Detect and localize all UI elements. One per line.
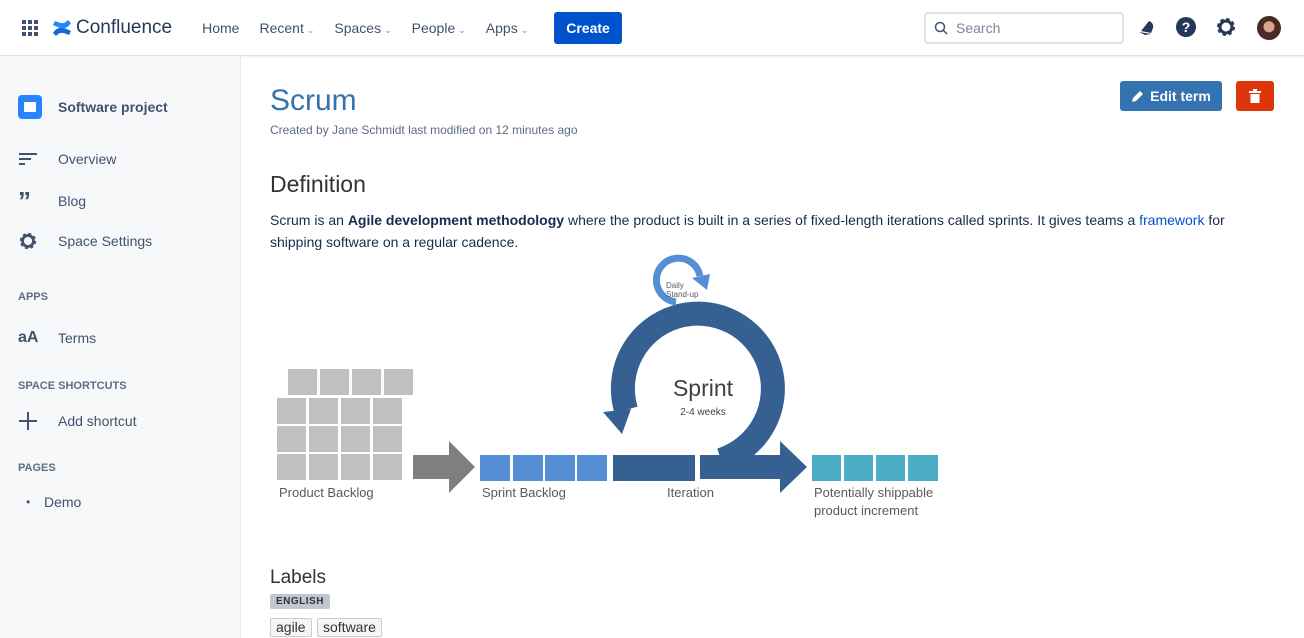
gear-icon bbox=[19, 232, 37, 250]
page-label: Demo bbox=[44, 494, 82, 510]
increment-blocks bbox=[812, 455, 938, 481]
delete-button[interactable] bbox=[1236, 81, 1274, 111]
trash-icon bbox=[1249, 89, 1261, 103]
nav-home[interactable]: Home bbox=[202, 20, 239, 36]
pencil-icon bbox=[1132, 91, 1144, 102]
chevron-down-icon: ⌄ bbox=[458, 24, 466, 35]
text: where the product is built in a series o… bbox=[564, 212, 1140, 228]
page-tree-item-demo[interactable]: • Demo bbox=[26, 494, 81, 510]
apps-heading: APPS bbox=[18, 291, 48, 303]
sprint-duration: 2-4 weeks bbox=[680, 407, 726, 418]
daily-arrowhead bbox=[692, 274, 710, 290]
language-badge: ENGLISH bbox=[270, 594, 330, 609]
gray-arrow bbox=[413, 441, 475, 493]
sidebar-item-label: Overview bbox=[58, 151, 117, 167]
product-backlog-label: Product Backlog bbox=[279, 485, 374, 500]
quote-icon: ” bbox=[18, 186, 31, 216]
add-shortcut-label: Add shortcut bbox=[58, 413, 137, 429]
chevron-down-icon: ⌄ bbox=[520, 24, 529, 35]
bold-text: Agile development methodology bbox=[347, 212, 565, 228]
edit-term-label: Edit term bbox=[1150, 88, 1211, 104]
iteration-label: Iteration bbox=[667, 485, 714, 500]
app-name: Confluence bbox=[76, 16, 173, 38]
standup-label: Stand-up bbox=[666, 290, 699, 299]
search-placeholder: Search bbox=[956, 20, 1001, 36]
space-name: Software project bbox=[58, 99, 168, 115]
text: for shipping software on a regular caden… bbox=[270, 212, 1225, 250]
nav-spaces[interactable]: Spaces⌄ bbox=[334, 20, 391, 36]
space-shortcuts-heading: SPACE SHORTCUTS bbox=[18, 380, 127, 392]
bullet-icon: • bbox=[26, 495, 31, 509]
create-button[interactable]: Create bbox=[554, 11, 622, 44]
sidebar-item-space-settings[interactable]: Space Settings bbox=[18, 231, 152, 251]
pages-heading: PAGES bbox=[18, 462, 56, 474]
space-folder-icon bbox=[18, 95, 42, 119]
sidebar-item-label: Space Settings bbox=[58, 233, 153, 249]
sidebar-item-label: Terms bbox=[58, 330, 97, 346]
app-switcher-icon[interactable] bbox=[22, 19, 38, 36]
sidebar-item-label: Blog bbox=[58, 193, 87, 209]
chevron-down-icon: ⌄ bbox=[306, 24, 315, 35]
text: Scrum is an bbox=[270, 212, 348, 228]
space-header[interactable]: Software project bbox=[18, 95, 168, 119]
nav-label: Apps bbox=[485, 19, 518, 36]
sprint-label: Sprint bbox=[673, 375, 734, 401]
label-agile[interactable]: agile bbox=[270, 618, 312, 637]
search-input[interactable]: Search bbox=[924, 12, 1124, 44]
sprint-backlog-label: Sprint Backlog bbox=[482, 485, 566, 500]
confluence-logo-icon bbox=[53, 19, 71, 36]
nav-apps[interactable]: Apps⌄ bbox=[486, 20, 528, 36]
sprint-cycle-arrow bbox=[610, 301, 785, 472]
product-backlog-blocks bbox=[277, 369, 413, 480]
svg-text:?: ? bbox=[1182, 19, 1191, 35]
plus-icon bbox=[19, 412, 37, 430]
iteration-bar bbox=[613, 455, 695, 481]
help-icon[interactable]: ? bbox=[1175, 16, 1197, 38]
definition-text: Scrum is an Agile development methodolog… bbox=[270, 209, 1280, 253]
labels-heading: Labels bbox=[270, 567, 326, 588]
sidebar-item-blog[interactable]: ” Blog bbox=[18, 186, 87, 216]
definition-heading: Definition bbox=[270, 171, 366, 197]
chevron-down-icon: ⌄ bbox=[384, 24, 392, 35]
page-title: Scrum bbox=[270, 84, 357, 117]
nav-label: Spaces bbox=[334, 19, 382, 36]
daily-label: Daily bbox=[666, 281, 684, 290]
edit-term-button[interactable]: Edit term bbox=[1120, 81, 1222, 111]
nav-label: Recent bbox=[259, 19, 304, 36]
iteration-arrow bbox=[700, 441, 807, 493]
framework-link[interactable]: framework bbox=[1139, 212, 1205, 228]
top-navigation: Confluence Home Recent⌄ Spaces⌄ People⌄ … bbox=[0, 0, 1304, 56]
label-software[interactable]: software bbox=[317, 618, 382, 637]
daily-standup-loop bbox=[652, 254, 704, 306]
search-icon bbox=[934, 21, 948, 35]
increment-label-2: product increment bbox=[814, 503, 918, 518]
nav-recent[interactable]: Recent⌄ bbox=[259, 20, 314, 36]
nav-people[interactable]: People⌄ bbox=[412, 20, 466, 36]
settings-gear-icon[interactable] bbox=[1215, 16, 1237, 38]
nav-label: Home bbox=[202, 19, 240, 36]
sidebar-item-overview[interactable]: Overview bbox=[18, 151, 116, 167]
confluence-logo[interactable]: Confluence bbox=[52, 17, 172, 39]
increment-label-1: Potentially shippable bbox=[814, 485, 933, 500]
sidebar-item-terms[interactable]: aA Terms bbox=[18, 329, 96, 347]
page-metadata: Created by Jane Schmidt last modified on… bbox=[270, 123, 578, 137]
overview-icon bbox=[19, 153, 37, 165]
terms-icon: aA bbox=[18, 329, 39, 346]
sprint-backlog-blocks bbox=[480, 455, 607, 481]
nav-label: People bbox=[411, 19, 456, 36]
notifications-bell-icon[interactable] bbox=[1136, 16, 1158, 38]
user-avatar[interactable] bbox=[1257, 16, 1281, 40]
sidebar: Software project Overview ” Blog Space S… bbox=[0, 57, 241, 638]
add-shortcut-button[interactable]: Add shortcut bbox=[18, 411, 137, 431]
sprint-arrowhead bbox=[603, 409, 631, 434]
